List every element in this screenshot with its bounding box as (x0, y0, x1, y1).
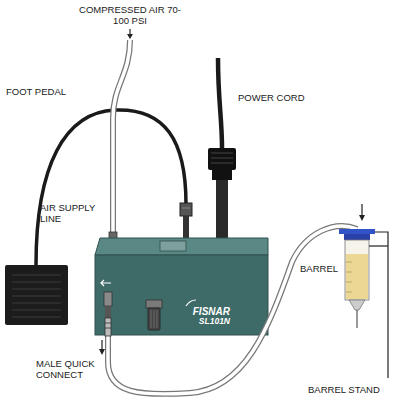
pedal-ribs (12, 275, 61, 317)
dispenser-box: FISNARSL101N (95, 255, 268, 335)
power-plug-neck (212, 170, 232, 180)
part-label: COMPRESSED AIR 70-100 PSI (75, 4, 185, 26)
connect-arrow-head (99, 349, 105, 355)
power-socket-lead (216, 180, 228, 238)
model-number: SL101N (199, 317, 230, 327)
power-plug (208, 148, 236, 170)
output-nozzle (105, 306, 111, 318)
plug-ridge (182, 208, 190, 209)
output-fitting (104, 292, 112, 306)
barrel-tip (349, 300, 365, 310)
plug-stem (183, 216, 189, 239)
output-arrow-icon (101, 280, 111, 286)
barrel-cap-flange (339, 229, 375, 234)
part-label: BARREL STAND (308, 384, 396, 395)
plug-grip (211, 153, 233, 163)
pressure-knob (148, 308, 160, 330)
foot-pedal (5, 265, 68, 325)
rear-connector (160, 241, 186, 251)
part-label: MALE QUICK CONNECT (36, 358, 100, 380)
barrel-arrow (361, 204, 362, 216)
housing-front (95, 255, 268, 335)
knob-knurl (151, 310, 157, 328)
barrel-stand (375, 232, 388, 378)
part-label: FOOT PEDAL (6, 86, 86, 97)
air-supply-hose (113, 40, 130, 234)
part-label: AIR SUPPLY LINE (40, 202, 104, 224)
part-label: POWER CORD (238, 92, 318, 103)
brand-name: FISNAR (193, 306, 230, 318)
connect-ridges (105, 323, 111, 328)
output-hose (108, 226, 357, 394)
barrel-cap (344, 234, 370, 240)
part-label: BARREL (300, 263, 344, 274)
output-hose-outline (108, 226, 357, 394)
male-quick-connect (105, 318, 111, 336)
regulator-nut (146, 300, 162, 308)
stand-clamp (369, 245, 388, 246)
pedal-plug (180, 203, 192, 216)
housing-top (95, 238, 268, 255)
barrel-fluid (346, 254, 368, 299)
barrel-arrow-head (359, 215, 365, 221)
logo-swoosh (186, 300, 196, 306)
barrel-body (345, 240, 369, 300)
dispensing-needle (356, 310, 357, 328)
barrel-graduations (346, 262, 352, 292)
air-hose-outline (113, 40, 130, 234)
power-cord (218, 58, 222, 148)
air-arrow-head (127, 34, 133, 39)
